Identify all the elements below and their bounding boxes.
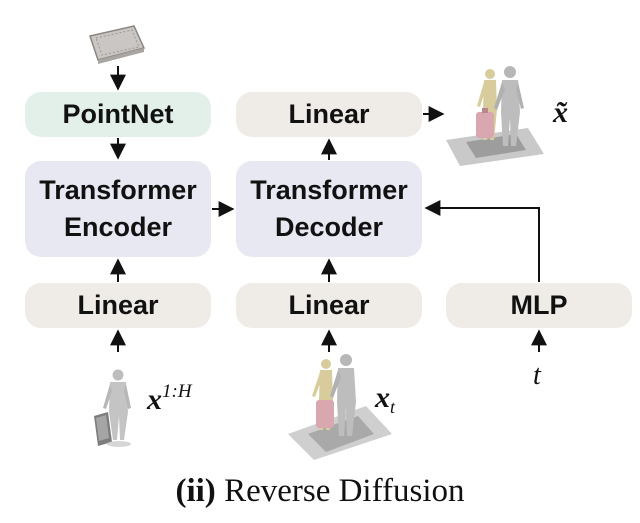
x-tilde-symbol: x̃	[553, 96, 568, 129]
linear-decoder-input-block: Linear	[236, 283, 422, 328]
x-t-base: x	[375, 381, 390, 414]
caption-text: Reverse Diffusion	[215, 473, 465, 509]
linear-encoder-input-block: Linear	[25, 283, 211, 328]
linear-output-block: Linear	[236, 92, 422, 137]
transformer-encoder-block: Transformer Encoder	[25, 161, 211, 257]
transformer-decoder-block: Transformer Decoder	[236, 161, 422, 257]
transformer-encoder-label-line1: Transformer	[39, 175, 197, 205]
history-x-superscript: 1:H	[162, 381, 192, 402]
linear-encoder-input-label: Linear	[77, 290, 159, 320]
t-symbol: t	[533, 360, 541, 391]
linear-output-label: Linear	[288, 99, 370, 129]
x-t-subscript: t	[390, 397, 396, 417]
history-x-symbol: x1:H	[147, 381, 192, 417]
human-object-scene-icon	[446, 66, 544, 166]
caption-label: (ii)	[175, 473, 216, 509]
figure-caption: (ii) Reverse Diffusion	[0, 473, 640, 510]
pointnet-block: PointNet	[25, 92, 211, 137]
linear-decoder-input-label: Linear	[288, 290, 370, 320]
pointnet-label: PointNet	[62, 99, 174, 129]
output-x-tilde: x̃	[553, 96, 568, 130]
timestep-t-symbol: t	[533, 360, 541, 392]
history-x-base: x	[147, 383, 162, 416]
human-object-history-icon	[94, 369, 131, 447]
transformer-decoder-label-line1: Transformer	[250, 175, 408, 205]
object-pointcloud-icon	[89, 25, 146, 64]
mlp-block: MLP	[446, 283, 632, 328]
transformer-decoder-label-line2: Decoder	[274, 212, 384, 242]
noisy-human-object-scene-icon	[288, 354, 392, 460]
transformer-encoder-label-line2: Encoder	[63, 212, 173, 242]
noisy-x-t-symbol: xt	[375, 381, 395, 418]
arrow-mlp-to-decoder	[424, 200, 540, 282]
mlp-label: MLP	[510, 290, 568, 320]
